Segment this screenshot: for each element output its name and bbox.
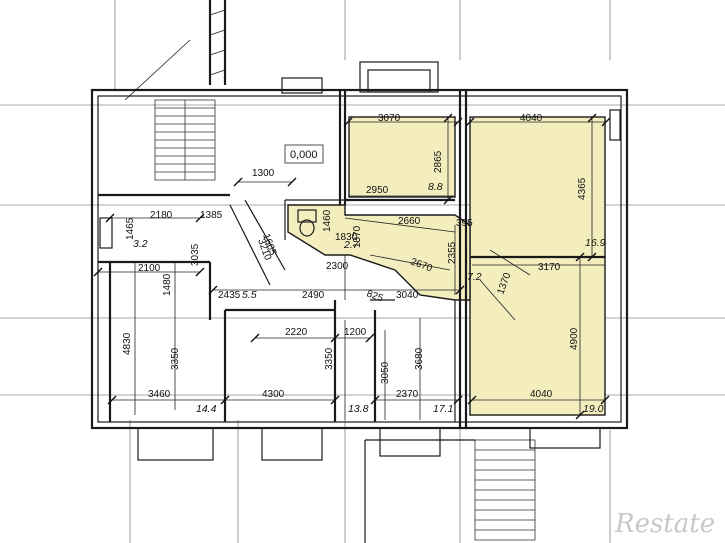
highlighted-rooms — [287, 116, 606, 416]
room-top-center — [348, 116, 456, 198]
windows — [137, 61, 621, 461]
dim-label: 2865 — [433, 150, 444, 173]
area-label: 19.0 — [583, 403, 604, 415]
dim-label: 3680 — [414, 347, 425, 370]
dim-label: 825 — [365, 288, 385, 304]
dim-label: 1460 — [322, 209, 333, 232]
dim-label: 2355 — [447, 241, 458, 264]
sink-fixture — [99, 217, 113, 249]
area-label: 13.8 — [348, 403, 369, 415]
dimension-lines — [98, 118, 606, 420]
dim-label: 395 — [456, 218, 473, 229]
dim-label: 4040 — [520, 113, 543, 124]
dim-label: 2490 — [302, 290, 325, 301]
room-right-lower — [469, 256, 606, 416]
dim-label: 2220 — [285, 327, 308, 338]
dim-label: 4040 — [530, 389, 553, 400]
toilet-fixture — [297, 209, 317, 237]
area-label: 16.9 — [585, 237, 606, 249]
stairs-bottom-right — [364, 439, 536, 543]
dim-label: 2660 — [398, 216, 421, 227]
area-label: 3.2 — [133, 238, 148, 250]
dim-label: 3035 — [190, 243, 201, 266]
stairs-top-left — [154, 99, 216, 181]
dim-label: 3170 — [538, 262, 561, 273]
area-label: 7.2 — [467, 271, 482, 283]
dim-label: 3350 — [170, 347, 181, 370]
dim-label: 4900 — [569, 327, 580, 350]
dim-label: 3350 — [324, 347, 335, 370]
dim-label: 2180 — [150, 210, 173, 221]
dim-label: 3040 — [396, 290, 419, 301]
dim-label: 1370 — [352, 225, 363, 248]
dim-label: 1830 — [335, 232, 358, 243]
dim-label: 2370 — [396, 389, 419, 400]
dim-label: 1465 — [125, 217, 136, 240]
area-label: 2.7 — [343, 239, 360, 251]
dim-label: 3070 — [378, 113, 401, 124]
dim-label: 1200 — [344, 327, 367, 338]
area-label: 5.5 — [242, 289, 257, 301]
dim-label: 2950 — [366, 185, 389, 196]
elevation-text: 0,000 — [290, 149, 318, 161]
dim-label: 2100 — [138, 263, 161, 274]
dim-label: 3050 — [380, 361, 391, 384]
elevation-marker: 0,000 — [284, 144, 324, 164]
area-labels: 8.8 16.9 3.2 2.7 7.2 5.5 14.4 13.8 17.1 … — [133, 181, 606, 415]
dim-label: 4830 — [122, 332, 133, 355]
watermark-logo: Restate — [614, 509, 715, 539]
dim-label: 3460 — [148, 389, 171, 400]
dim-label: 2435 — [218, 290, 241, 301]
area-label: 8.8 — [428, 181, 443, 193]
dim-label: 1385 — [200, 210, 223, 221]
dimension-ticks — [93, 113, 611, 420]
dim-label: 4365 — [577, 177, 588, 200]
dim-label: 4300 — [262, 389, 285, 400]
area-label: 14.4 — [196, 403, 217, 415]
dim-label: 2300 — [326, 261, 349, 272]
hatched-wall-top — [124, 0, 227, 101]
dim-label: 1300 — [252, 168, 275, 179]
dim-label: 1480 — [162, 273, 173, 296]
area-label: 17.1 — [433, 403, 453, 415]
corridor-center — [287, 204, 471, 301]
